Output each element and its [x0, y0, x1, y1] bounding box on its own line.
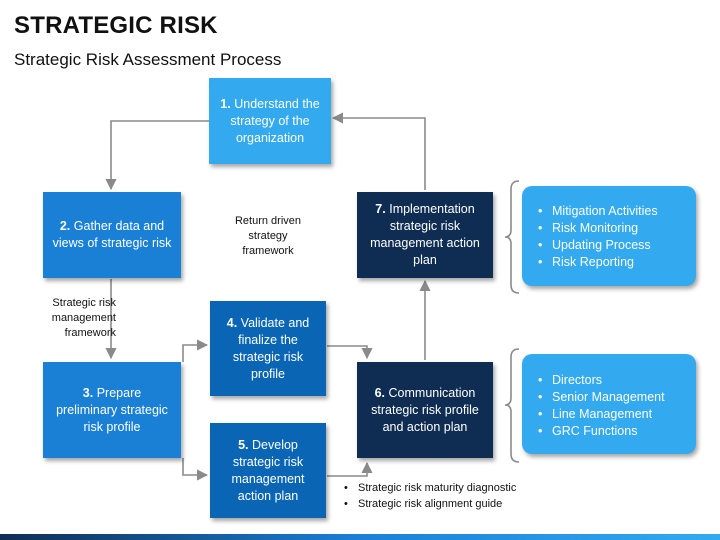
- brace-bottom: [504, 348, 520, 463]
- panel-implementation-activities: Mitigation Activities Risk Monitoring Up…: [522, 186, 696, 286]
- step-6-box: 6. Communication strategic risk profile …: [357, 362, 493, 458]
- step-2-box: 2. Gather data and views of strategic ri…: [43, 192, 181, 278]
- list-item: Strategic risk alignment guide: [344, 496, 516, 512]
- step-1-text: Understand the strategy of the organizat…: [230, 96, 320, 145]
- arrow-3-to-5: [182, 458, 209, 481]
- step-3-text: Prepare preliminary strategic risk profi…: [56, 385, 168, 434]
- list-item: Mitigation Activities: [538, 203, 680, 220]
- step-6-number: 6.: [374, 385, 386, 400]
- implementation-activities-list: Mitigation Activities Risk Monitoring Up…: [538, 203, 680, 271]
- arrow-7-to-1: [331, 112, 426, 190]
- step-7-number: 7.: [375, 202, 386, 216]
- list-item: Risk Monitoring: [538, 220, 680, 237]
- diagnostic-tools-list: Strategic risk maturity diagnostic Strat…: [344, 480, 516, 512]
- list-item: Line Management: [538, 406, 680, 423]
- list-item: Directors: [538, 372, 680, 389]
- note-risk-framework: Strategic risk management framework: [51, 297, 116, 339]
- step-1-box: 1. Understand the strategy of the organi…: [209, 78, 331, 164]
- communication-audience-list: Directors Senior Management Line Managem…: [538, 372, 680, 440]
- arrow-3-to-4: [182, 339, 209, 362]
- list-item: Senior Management: [538, 389, 680, 406]
- list-item: Strategic risk maturity diagnostic: [344, 480, 516, 496]
- step-2-text: Gather data and views of strategic risk: [52, 219, 172, 250]
- bottom-accent-bar: [0, 534, 720, 540]
- page-subtitle: Strategic Risk Assessment Process: [14, 50, 282, 69]
- page-title: STRATEGIC RISK: [14, 12, 218, 39]
- step-5-box: 5. Develop strategic risk management act…: [210, 423, 326, 518]
- step-3-box: 3. Prepare preliminary strategic risk pr…: [43, 362, 181, 458]
- list-item: Updating Process: [538, 237, 680, 254]
- step-3-number: 3.: [82, 385, 94, 400]
- note-return-driven: Return driven strategy framework: [234, 215, 302, 257]
- step-6-text: Communication strategic risk profile and…: [371, 385, 479, 434]
- arrow-4-to-6: [327, 345, 373, 360]
- panel-communication-audience: Directors Senior Management Line Managem…: [522, 354, 696, 454]
- step-2-number: 2.: [59, 219, 71, 233]
- step-7-box: 7. Implementation strategic risk managem…: [357, 192, 493, 278]
- list-item: GRC Functions: [538, 423, 680, 440]
- step-1-number: 1.: [220, 96, 231, 111]
- step-4-text: Validate and finalize the strategic risk…: [232, 315, 310, 381]
- step-4-box: 4. Validate and finalize the strategic r…: [210, 301, 326, 396]
- step-4-number: 4.: [226, 315, 238, 330]
- step-5-number: 5.: [238, 437, 249, 452]
- arrow-5-to-6: [327, 461, 373, 477]
- step-5-text: Develop strategic risk management action…: [231, 437, 305, 503]
- list-item: Risk Reporting: [538, 254, 680, 271]
- step-7-text: Implementation strategic risk management…: [370, 202, 480, 267]
- brace-top: [504, 180, 520, 294]
- arrow-1-to-2: [105, 120, 209, 191]
